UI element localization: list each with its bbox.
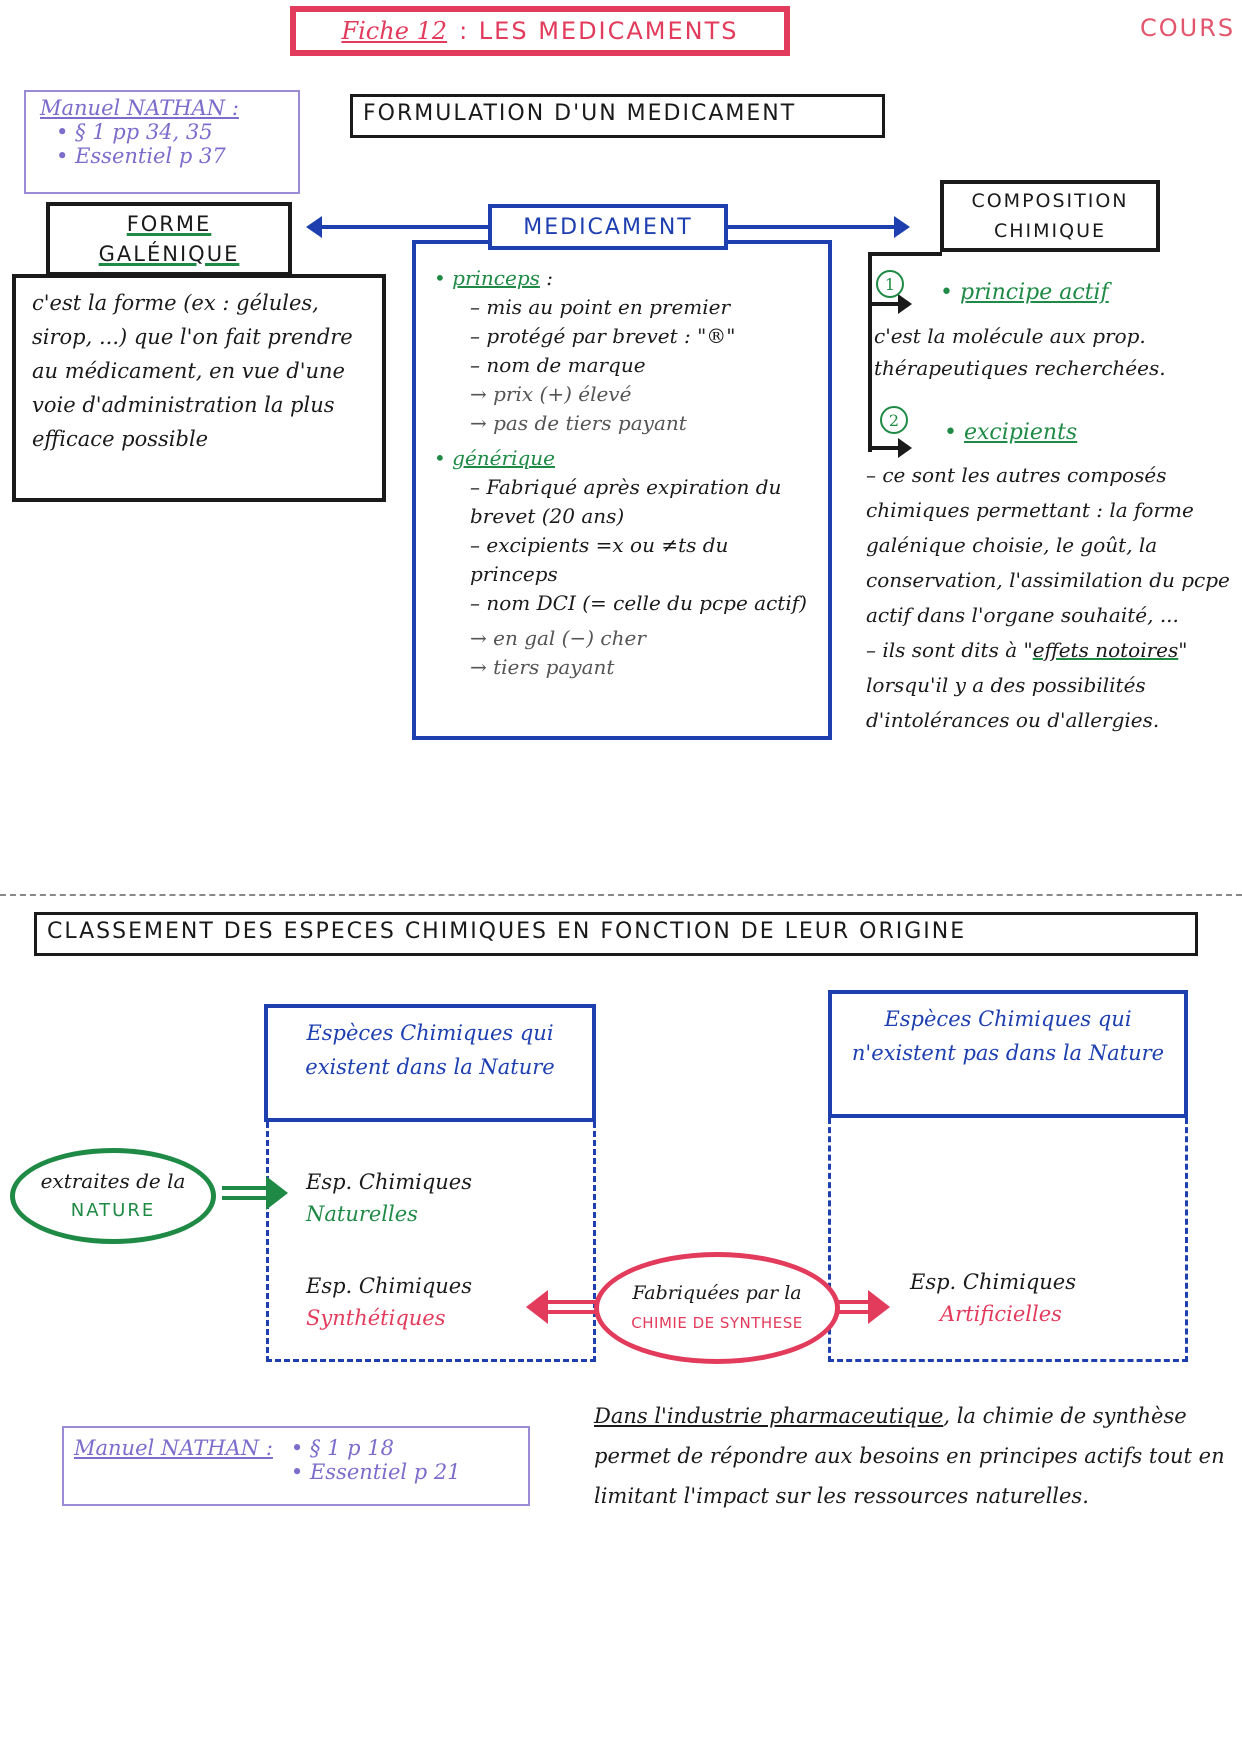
list-item: – protégé par brevet : "®": [470, 324, 736, 348]
consequence-item: → en gal (−) cher: [470, 626, 646, 650]
especes-naturelles: Esp. Chimiques Naturelles: [306, 1170, 473, 1226]
reference-item: § 1 p 18: [291, 1436, 461, 1460]
list-item: – nom DCI (= celle du pcpe actif): [470, 591, 807, 615]
arrow-left-icon: [306, 216, 490, 238]
consequence-item: → prix (+) élevé: [470, 382, 632, 406]
synthese-source-oval: Fabriquées par la CHIMIE DE SYNTHESE: [594, 1252, 840, 1364]
bracket-line: [868, 252, 872, 452]
effets-notoires-highlight: effets notoires: [1032, 638, 1179, 662]
non-natural-species-header: Espèces Chimiques qui n'existent pas dan…: [828, 990, 1188, 1118]
forme-galenique-label: FORME GALÉNIQUE: [46, 202, 292, 276]
section-title-classement: CLASSEMENT DES ESPECES CHIMIQUES EN FONC…: [34, 912, 1198, 956]
composition-chimique-label: COMPOSITION CHIMIQUE: [940, 180, 1160, 252]
principe-actif-heading: • principe actif: [940, 280, 1109, 305]
consequence-item: → pas de tiers payant: [470, 411, 687, 435]
circled-number-1: 1: [876, 270, 904, 298]
arrow-right-icon: [870, 438, 912, 458]
section-title-formulation: FORMULATION D'UN MEDICAMENT: [350, 94, 885, 138]
double-arrow-right-icon: [838, 1290, 890, 1324]
list-item: – Fabriqué après expiration du brevet (2…: [470, 475, 782, 528]
natural-species-header: Espèces Chimiques qui existent dans la N…: [264, 1004, 596, 1122]
excipients-heading: • excipients: [944, 420, 1078, 445]
medicament-label: MEDICAMENT: [488, 204, 728, 250]
nature-source-oval: extraites de la NATURE: [10, 1148, 216, 1244]
reference-item: • § 1 pp 34, 35: [56, 120, 213, 144]
consequence-item: → tiers payant: [470, 655, 615, 679]
non-natural-species-column: [828, 1118, 1188, 1362]
reference-item: • Essentiel p 37: [56, 144, 226, 168]
natural-species-column: [266, 1122, 596, 1362]
bracket-line: [868, 252, 942, 256]
especes-artificielles: Esp. Chimiques Artificielles: [910, 1270, 1077, 1326]
excipients-definition: – ce sont les autres composés chimiques …: [866, 463, 1230, 732]
page-title: : LES MEDICAMENTS: [459, 17, 739, 45]
document-type-label: COURS: [1140, 14, 1236, 42]
section-divider: [0, 894, 1242, 896]
arrow-right-icon: [728, 216, 910, 238]
princeps-heading: princeps :: [434, 264, 810, 293]
circled-number-2: 2: [880, 406, 908, 434]
double-arrow-left-icon: [526, 1290, 598, 1324]
fiche-number: Fiche 12: [341, 17, 448, 45]
especes-synthetiques: Esp. Chimiques Synthétiques: [306, 1274, 473, 1330]
medicament-box: princeps : – mis au point en premier – p…: [412, 240, 832, 740]
forme-galenique-definition: c'est la forme (ex : gélules, sirop, ...…: [12, 274, 386, 502]
arrow-right-icon: [870, 294, 912, 314]
conclusion-paragraph: Dans l'industrie pharmaceutique, la chim…: [594, 1404, 1225, 1508]
principe-actif-definition: c'est la molécule aux prop. thérapeutiqu…: [874, 324, 1166, 380]
list-item: – excipients =x ou ≠ts du princeps: [470, 533, 729, 586]
reference-label: Manuel NATHAN :: [74, 1436, 273, 1460]
textbook-reference-bottom: Manuel NATHAN : § 1 p 18 Essentiel p 21: [62, 1426, 530, 1506]
list-item: – mis au point en premier: [470, 295, 731, 319]
list-item: – nom de marque: [470, 353, 646, 377]
reference-item: Essentiel p 21: [291, 1460, 461, 1484]
textbook-reference-top: Manuel NATHAN : • § 1 pp 34, 35 • Essent…: [24, 90, 300, 194]
double-arrow-right-icon: [222, 1176, 288, 1210]
page-title-box: Fiche 12 : LES MEDICAMENTS: [290, 6, 790, 56]
reference-label: Manuel NATHAN :: [40, 96, 239, 120]
generique-heading: générique: [434, 444, 810, 473]
